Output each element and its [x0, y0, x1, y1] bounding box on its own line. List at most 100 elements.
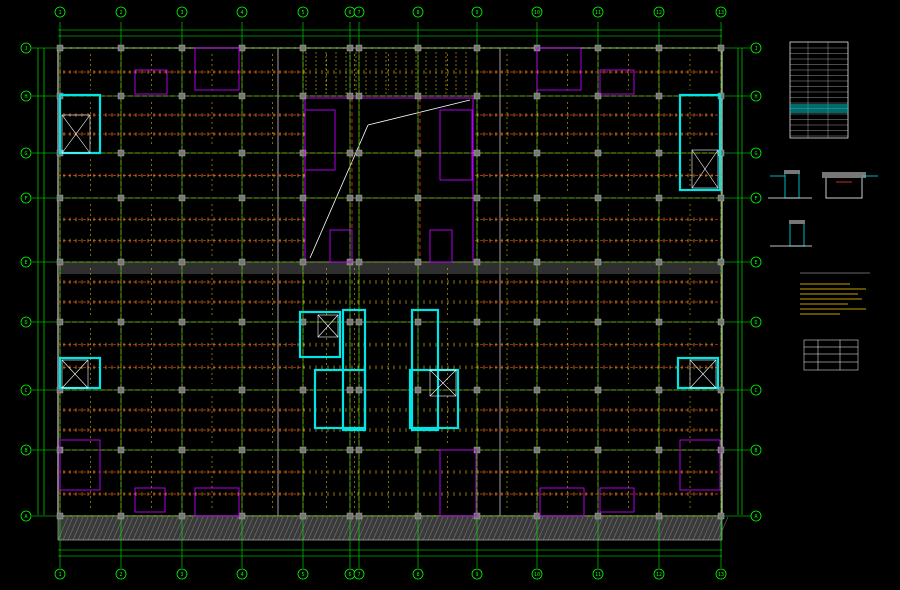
rebar-layer [63, 52, 713, 510]
small-openings [59, 47, 721, 517]
axis-bubble-col-10-bottom[interactable]: 10 [531, 568, 543, 580]
general-notes [800, 272, 870, 315]
axis-bubble-col-10-top[interactable]: 10 [531, 6, 543, 18]
axis-bubble-row-E-left[interactable]: E [20, 256, 32, 268]
svg-text:9: 9 [475, 10, 478, 16]
axis-bubble-col-7-top[interactable]: 7 [353, 6, 365, 18]
axis-bubble-col-3-top[interactable]: 3 [176, 6, 188, 18]
svg-text:7: 7 [357, 10, 360, 16]
axis-bubble-col-8-top[interactable]: 8 [412, 6, 424, 18]
svg-text:G: G [24, 151, 27, 157]
axis-bubble-col-11-top[interactable]: 11 [592, 6, 604, 18]
axis-bubble-col-13-top[interactable]: 13 [715, 6, 727, 18]
svg-text:11: 11 [595, 10, 601, 16]
axis-bubble-col-5-bottom[interactable]: 5 [297, 568, 309, 580]
axis-bubble-col-12-bottom[interactable]: 12 [653, 568, 665, 580]
section-details [768, 170, 878, 247]
axis-bubble-row-C-right[interactable]: C [750, 384, 762, 396]
svg-text:5: 5 [301, 10, 304, 16]
axis-bubble-row-A-left[interactable]: A [20, 510, 32, 522]
axis-bubble-col-13-bottom[interactable]: 13 [715, 568, 727, 580]
svg-text:10: 10 [534, 10, 540, 16]
axis-bubble-col-11-bottom[interactable]: 11 [592, 568, 604, 580]
svg-text:H: H [754, 94, 757, 100]
axis-bubble-row-C-left[interactable]: C [20, 384, 32, 396]
svg-text:6: 6 [348, 10, 351, 16]
axis-bubble-col-12-top[interactable]: 12 [653, 6, 665, 18]
dimension-lines [37, 29, 743, 557]
svg-text:J: J [24, 46, 27, 52]
svg-text:C: C [24, 388, 27, 394]
svg-text:6: 6 [348, 572, 351, 578]
axis-bubble-row-B-left[interactable]: B [20, 444, 32, 456]
axis-bubble-row-D-right[interactable]: D [750, 316, 762, 328]
svg-text:2: 2 [119, 572, 122, 578]
column-layer [56, 44, 725, 520]
axis-bubble-col-3-bottom[interactable]: 3 [176, 568, 188, 580]
axis-bubble-row-F-left[interactable]: F [20, 192, 32, 204]
svg-text:8: 8 [416, 572, 419, 578]
axis-bubble-col-4-bottom[interactable]: 4 [236, 568, 248, 580]
svg-text:H: H [24, 94, 27, 100]
axis-bubble-col-2-top[interactable]: 2 [115, 6, 127, 18]
axis-bubble-col-2-bottom[interactable]: 2 [115, 568, 127, 580]
hatched-foundation-strip [57, 516, 729, 541]
svg-text:F: F [754, 196, 757, 202]
svg-text:8: 8 [416, 10, 419, 16]
svg-text:B: B [754, 448, 757, 454]
svg-text:A: A [754, 514, 757, 520]
svg-text:2: 2 [119, 10, 122, 16]
svg-text:3: 3 [180, 10, 183, 16]
axis-bubble-row-G-left[interactable]: G [20, 147, 32, 159]
axis-bubble-col-1-top[interactable]: 1 [54, 6, 66, 18]
axis-bubble-col-7-bottom[interactable]: 7 [353, 568, 365, 580]
axis-bubble-col-4-top[interactable]: 4 [236, 6, 248, 18]
axis-bubble-row-A-right[interactable]: A [750, 510, 762, 522]
axis-bubble-row-E-right[interactable]: E [750, 256, 762, 268]
axis-bubble-col-1-bottom[interactable]: 1 [54, 568, 66, 580]
svg-text:D: D [24, 320, 27, 326]
svg-text:E: E [754, 260, 757, 266]
svg-text:C: C [754, 388, 757, 394]
axis-bubble-row-G-right[interactable]: G [750, 147, 762, 159]
svg-text:9: 9 [475, 572, 478, 578]
svg-text:F: F [24, 196, 27, 202]
svg-text:D: D [754, 320, 757, 326]
svg-text:12: 12 [656, 572, 662, 578]
svg-text:12: 12 [656, 10, 662, 16]
axis-bubble-col-8-bottom[interactable]: 8 [412, 568, 424, 580]
svg-text:11: 11 [595, 572, 601, 578]
axis-grid [32, 22, 752, 568]
svg-text:A: A [24, 514, 27, 520]
axis-bubble-col-6-top[interactable]: 6 [344, 6, 356, 18]
svg-text:5: 5 [301, 572, 304, 578]
axis-bubble-row-H-left[interactable]: H [20, 90, 32, 102]
svg-text:G: G [754, 151, 757, 157]
svg-text:E: E [24, 260, 27, 266]
axis-bubble-col-9-bottom[interactable]: 9 [471, 568, 483, 580]
svg-text:1: 1 [58, 572, 61, 578]
svg-text:3: 3 [180, 572, 183, 578]
axis-bubble-col-9-top[interactable]: 9 [471, 6, 483, 18]
axis-bubble-row-B-right[interactable]: B [750, 444, 762, 456]
svg-text:13: 13 [718, 10, 724, 16]
svg-text:4: 4 [240, 10, 243, 16]
axis-bubble-row-D-left[interactable]: D [20, 316, 32, 328]
axis-bubble-row-J-left[interactable]: J [20, 42, 32, 54]
svg-text:4: 4 [240, 572, 243, 578]
axis-bubble-row-H-right[interactable]: H [750, 90, 762, 102]
svg-text:7: 7 [357, 572, 360, 578]
reinforcement-schedule-table [789, 41, 849, 139]
legend-table [803, 339, 859, 371]
svg-text:B: B [24, 448, 27, 454]
svg-text:1: 1 [58, 10, 61, 16]
shaft-openings [61, 114, 719, 397]
axis-bubble-col-5-top[interactable]: 5 [297, 6, 309, 18]
svg-text:13: 13 [718, 572, 724, 578]
svg-text:10: 10 [534, 572, 540, 578]
axis-bubble-row-J-right[interactable]: J [750, 42, 762, 54]
axis-bubble-col-6-bottom[interactable]: 6 [344, 568, 356, 580]
axis-bubble-row-F-right[interactable]: F [750, 192, 762, 204]
